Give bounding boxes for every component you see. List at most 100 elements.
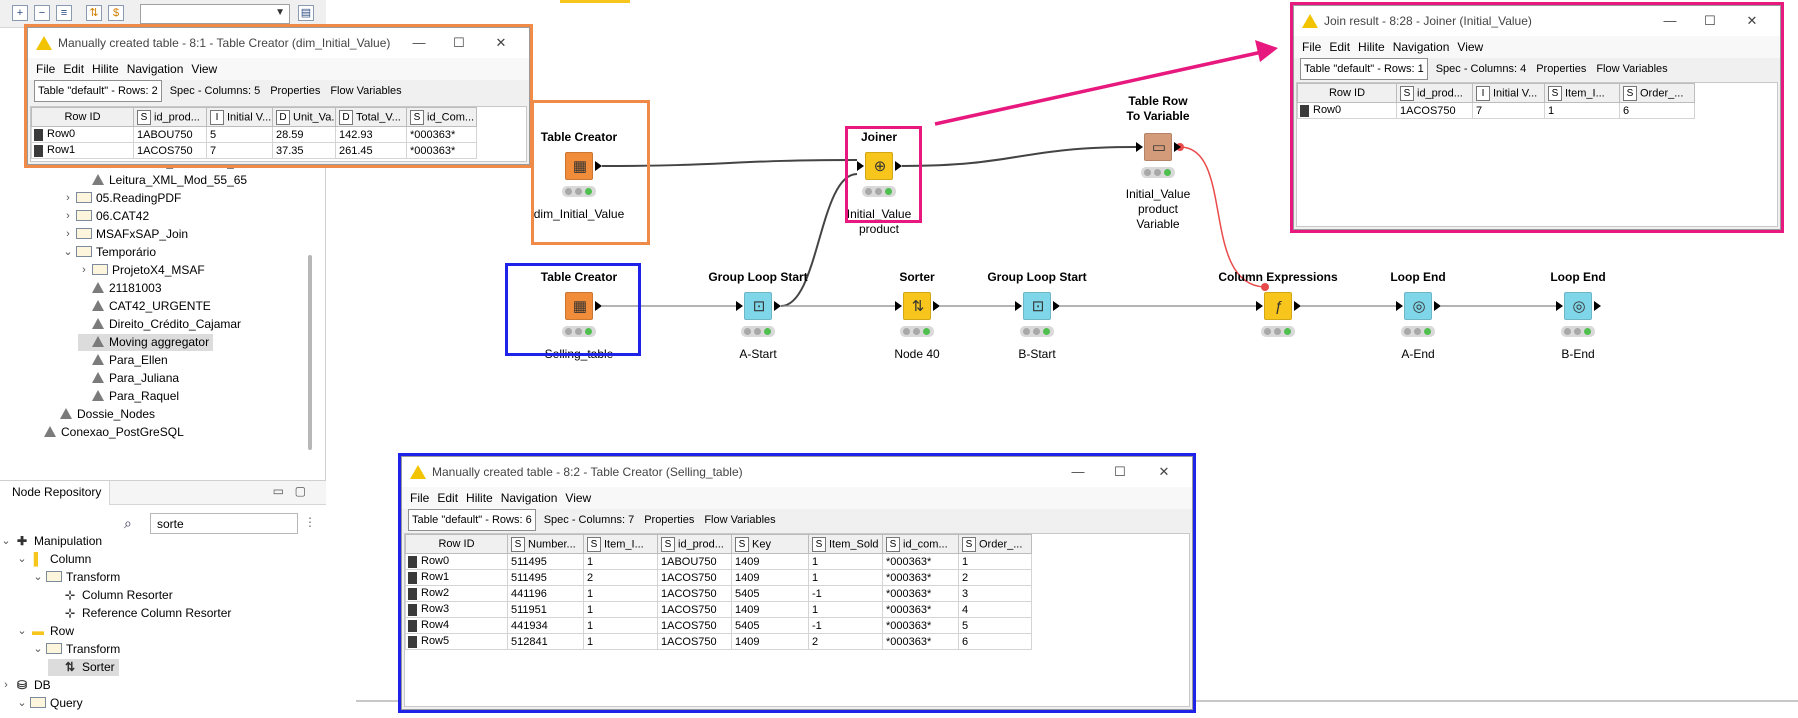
node-icon-box[interactable]: ⊡ <box>1023 292 1051 320</box>
repo-item[interactable]: ⌄Transform <box>32 569 124 586</box>
output-port[interactable] <box>595 301 602 311</box>
tree-scrollbar[interactable] <box>308 255 312 450</box>
dialog-tab[interactable]: Properties <box>1536 63 1587 75</box>
dialog-tab[interactable]: Table "default" - Rows: 6 <box>408 509 536 531</box>
node-icon-box[interactable]: ⇅ <box>903 292 931 320</box>
node-label[interactable]: B-Start <box>1018 347 1056 361</box>
menu-hilite[interactable]: Hilite <box>466 491 493 505</box>
chevron-down-icon[interactable]: ⌄ <box>17 697 27 709</box>
collapse-icon[interactable]: ≡ <box>56 5 72 21</box>
repo-search-input[interactable] <box>150 513 298 534</box>
output-port[interactable] <box>595 161 602 171</box>
tree-item[interactable]: CAT42_URGENTE <box>78 298 215 315</box>
chevron-right-icon[interactable]: › <box>4 679 8 691</box>
node-label[interactable]: Selling_table <box>544 347 614 361</box>
menu-view[interactable]: View <box>191 62 218 76</box>
chevron-down-icon[interactable]: ⌄ <box>63 246 73 258</box>
tab-node-repository[interactable]: Node Repository <box>0 481 111 505</box>
close-button[interactable]: ✕ <box>1746 13 1758 28</box>
maximize-icon[interactable]: ▢ <box>294 484 306 498</box>
output-port[interactable] <box>1174 142 1181 152</box>
node-icon-box[interactable]: ◎ <box>1564 292 1592 320</box>
refresh-icon[interactable]: $ <box>108 5 124 21</box>
menu-navigation[interactable]: Navigation <box>126 62 184 76</box>
node-label[interactable]: Initial_Value product <box>846 207 912 236</box>
tree-item[interactable]: Para_Raquel <box>78 388 183 405</box>
close-button[interactable]: ✕ <box>495 35 507 50</box>
dialog-tab[interactable]: Properties <box>644 514 695 526</box>
node-label[interactable]: Initial_Value product Variable <box>1125 187 1191 231</box>
repo-item[interactable]: ⌄▬Row <box>16 623 78 640</box>
node-icon-box[interactable]: ⊡ <box>744 292 772 320</box>
input-port[interactable] <box>857 161 864 171</box>
collapse-all-icon[interactable]: − <box>34 5 50 21</box>
tree-item[interactable]: ›05.ReadingPDF <box>62 190 185 207</box>
chevron-down-icon[interactable]: ⌄ <box>17 553 27 565</box>
node-icon-box[interactable]: ◎ <box>1404 292 1432 320</box>
input-port[interactable] <box>1256 301 1263 311</box>
sync-icon[interactable]: ⇅ <box>86 5 102 21</box>
expand-all-icon[interactable]: + <box>12 5 28 21</box>
minimize-button[interactable]: — <box>412 35 426 50</box>
menu-navigation[interactable]: Navigation <box>1392 40 1450 54</box>
close-button[interactable]: ✕ <box>1158 464 1170 479</box>
dialog-tab[interactable]: Properties <box>270 85 321 97</box>
dialog-tab[interactable]: Flow Variables <box>704 514 776 526</box>
tree-item[interactable]: Direito_Crédito_Cajamar <box>78 316 245 333</box>
input-port[interactable] <box>736 301 743 311</box>
output-port[interactable] <box>774 301 781 311</box>
repo-item[interactable]: ⇅Sorter <box>48 659 119 676</box>
repo-item[interactable]: ⌄Transform <box>32 641 124 658</box>
menu-navigation[interactable]: Navigation <box>500 491 558 505</box>
tree-item[interactable]: Moving aggregator <box>78 334 214 351</box>
output-port[interactable] <box>933 301 940 311</box>
repo-item[interactable]: ⌄Query <box>16 695 87 712</box>
input-port[interactable] <box>1136 142 1143 152</box>
node-label[interactable]: Node 40 <box>894 347 940 361</box>
menu-edit[interactable]: Edit <box>1329 40 1351 54</box>
tree-item[interactable]: Para_Ellen <box>78 352 172 369</box>
tree-item[interactable]: Conexao_PostGreSQL <box>30 424 188 441</box>
node-icon-box[interactable]: ▦ <box>565 152 593 180</box>
output-port[interactable] <box>895 161 902 171</box>
clipboard-icon[interactable]: ▤ <box>298 5 314 21</box>
output-port[interactable] <box>1294 301 1301 311</box>
menu-view[interactable]: View <box>1457 40 1484 54</box>
node-label[interactable]: A-End <box>1401 347 1435 361</box>
chevron-down-icon[interactable]: ⌄ <box>1 535 11 547</box>
tree-item[interactable]: Leitura_XML_Mod_55_65 <box>78 172 251 189</box>
chevron-down-icon[interactable]: ⌄ <box>33 643 43 655</box>
chevron-down-icon[interactable]: ⌄ <box>17 625 27 637</box>
tree-item[interactable]: 21181003 <box>78 280 166 297</box>
dialog-tab[interactable]: Table "default" - Rows: 1 <box>1300 58 1428 80</box>
search-icon[interactable]: ⌕ <box>124 515 132 531</box>
chevron-down-icon[interactable]: ⌄ <box>33 571 43 583</box>
repo-item[interactable]: ›⛁DB <box>0 677 55 694</box>
repo-item[interactable]: ⊹Column Resorter <box>48 587 177 604</box>
menu-file[interactable]: File <box>1302 40 1322 54</box>
input-port[interactable] <box>1556 301 1563 311</box>
tree-item[interactable]: ›ProjetoX4_MSAF <box>78 262 209 279</box>
dialog-tab[interactable]: Spec - Columns: 5 <box>169 85 261 97</box>
chevron-right-icon[interactable]: › <box>66 192 70 204</box>
menu-file[interactable]: File <box>410 491 430 505</box>
dialog-tab[interactable]: Flow Variables <box>1596 63 1668 75</box>
input-port[interactable] <box>1015 301 1022 311</box>
